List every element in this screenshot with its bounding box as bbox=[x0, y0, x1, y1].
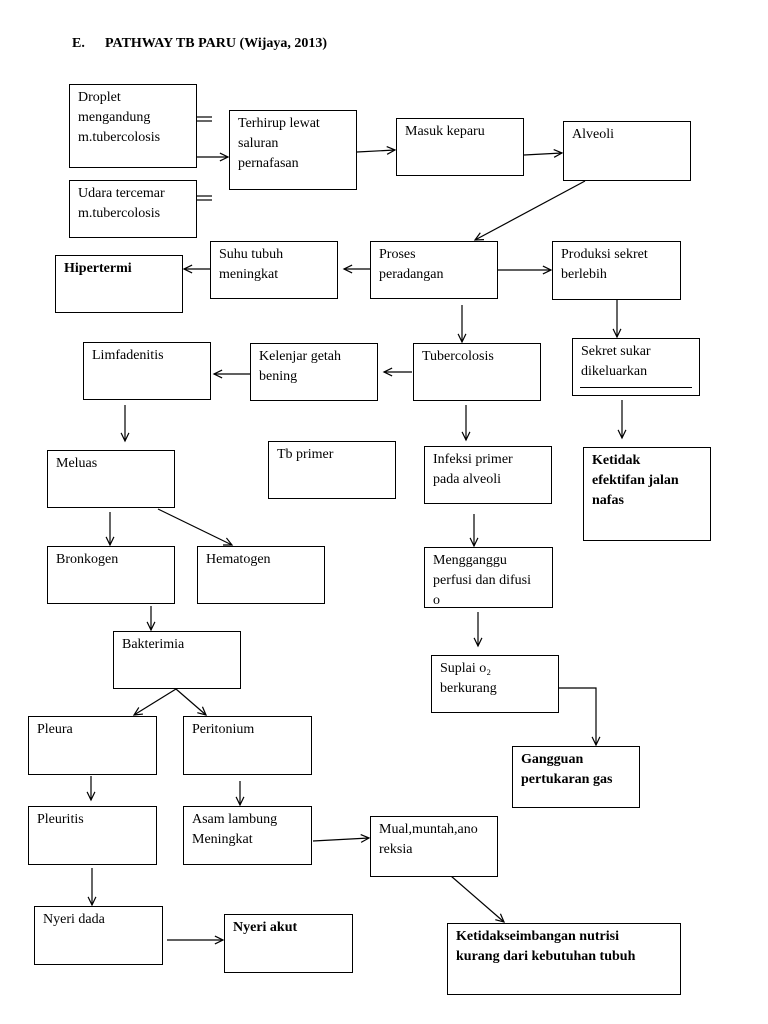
edge-meluas-bronkogen-arrowhead bbox=[105, 536, 115, 547]
node-masuk-keparu: Masuk keparu bbox=[396, 118, 524, 176]
section-title: PATHWAY TB PARU (Wijaya, 2013) bbox=[105, 36, 328, 51]
edge-terhirup-masuk bbox=[356, 149, 396, 153]
edge-bakterimia-pleura bbox=[133, 688, 177, 716]
edge-pleura-pleuritis-arrowhead bbox=[86, 791, 96, 802]
edge-tb-infeksi-arrowhead bbox=[461, 431, 471, 442]
node-mual-muntah: Mual,muntah,ano reksia bbox=[370, 816, 498, 877]
edge-peritonium-asam-arrowhead bbox=[235, 796, 245, 807]
node-mengganggu-perfusi: Mengganggu perfusi dan difusi o bbox=[424, 547, 553, 608]
edge-asam-mual-arrowhead bbox=[360, 833, 371, 843]
node-sekret-sukar: Sekret sukar dikeluarkan bbox=[572, 338, 700, 396]
node-alveoli: Alveoli bbox=[563, 121, 691, 181]
node-bronkogen: Bronkogen bbox=[47, 546, 175, 604]
edge-sekret-ketidak-arrowhead bbox=[617, 429, 627, 440]
edge-mual-ketidakseimbangan bbox=[450, 875, 505, 923]
edge-suhu-hipertermi-arrowhead bbox=[182, 264, 193, 274]
edge-limfa-meluas-arrowhead bbox=[120, 432, 130, 443]
edge-pleuritis-nyeri-arrowhead bbox=[87, 896, 97, 907]
node-ketidakseimbangan-nutrisi: Ketidakseimbangan nutrisi kurang dari ke… bbox=[447, 923, 681, 995]
edge-nyeri-akut-arrowhead bbox=[214, 935, 225, 945]
node-pleura: Pleura bbox=[28, 716, 157, 775]
node-tb-primer: Tb primer bbox=[268, 441, 396, 499]
edge-infeksi-mengganggu-arrowhead bbox=[469, 537, 479, 548]
sekret-sukar-underline bbox=[580, 387, 692, 388]
node-limfadenitis: Limfadenitis bbox=[83, 342, 211, 400]
node-suhu-tubuh: Suhu tubuh meningkat bbox=[210, 241, 338, 299]
node-proses-peradangan: Proses peradangan bbox=[370, 241, 498, 299]
edge-proses-tb-arrowhead bbox=[457, 333, 467, 344]
node-tubercolosis: Tubercolosis bbox=[413, 343, 541, 401]
edge-proses-produksi-arrowhead bbox=[542, 265, 553, 275]
edge-masuk-alveoli-arrowhead bbox=[553, 148, 564, 158]
edge-proses-suhu-arrowhead bbox=[342, 264, 353, 274]
node-asam-lambung: Asam lambung Meningkat bbox=[183, 806, 312, 865]
edge-droplet-terhirup-2-arrowhead bbox=[219, 152, 230, 162]
edge-mengganggu-suplai-arrowhead bbox=[473, 637, 483, 648]
node-terhirup: Terhirup lewat saluran pernafasan bbox=[229, 110, 357, 190]
edge-alveoli-proses bbox=[474, 180, 586, 241]
edge-alveoli-proses-arrowhead bbox=[473, 232, 485, 241]
edge-tb-kelenjar-arrowhead bbox=[382, 367, 393, 377]
edge-meluas-hematogen-arrowhead bbox=[222, 537, 234, 546]
node-hematogen: Hematogen bbox=[197, 546, 325, 604]
edge-mual-ketidakseimbangan-arrowhead bbox=[495, 913, 506, 923]
node-droplet: Droplet mengandung m.tubercolosis bbox=[69, 84, 197, 168]
edge-produksi-sekret-arrowhead bbox=[612, 328, 622, 339]
node-peritonium: Peritonium bbox=[183, 716, 312, 775]
edge-suplai-gangguan-arrowhead bbox=[591, 736, 601, 747]
node-kelenjar-getah-bening: Kelenjar getah bening bbox=[250, 343, 378, 401]
page-title: E. PATHWAY TB PARU (Wijaya, 2013) bbox=[72, 36, 327, 52]
node-ketidak-efektifan-jalan-nafas: Ketidak efektifan jalan nafas bbox=[583, 447, 711, 541]
edge-bakterimia-pleura-arrowhead bbox=[132, 707, 144, 716]
node-nyeri-akut: Nyeri akut bbox=[224, 914, 353, 973]
edge-bronkogen-bakterimia-arrowhead bbox=[146, 621, 156, 632]
node-gangguan-pertukaran-gas: Gangguan pertukaran gas bbox=[512, 746, 640, 808]
node-nyeri-dada: Nyeri dada bbox=[34, 906, 163, 965]
edge-bakterimia-peritonium bbox=[175, 688, 207, 716]
node-bakterimia: Bakterimia bbox=[113, 631, 241, 689]
node-hipertermi: Hipertermi bbox=[55, 255, 183, 313]
edge-asam-mual bbox=[312, 837, 370, 842]
edge-meluas-hematogen bbox=[157, 508, 233, 546]
node-pleuritis: Pleuritis bbox=[28, 806, 157, 865]
edge-suplai-gangguan bbox=[559, 687, 597, 745]
node-produksi-sekret: Produksi sekret berlebih bbox=[552, 241, 681, 300]
node-udara-tercemar: Udara tercemar m.tubercolosis bbox=[69, 180, 197, 238]
edge-bakterimia-peritonium-arrowhead bbox=[197, 706, 208, 716]
node-infeksi-primer: Infeksi primer pada alveoli bbox=[424, 446, 552, 504]
edge-terhirup-masuk-arrowhead bbox=[386, 145, 397, 155]
section-number: E. bbox=[72, 36, 85, 51]
edge-kelenjar-limfa-arrowhead bbox=[212, 369, 223, 379]
edge-masuk-alveoli bbox=[523, 152, 563, 156]
node-suplai-o2: Suplai o₂ berkurang bbox=[431, 655, 559, 713]
node-meluas: Meluas bbox=[47, 450, 175, 508]
